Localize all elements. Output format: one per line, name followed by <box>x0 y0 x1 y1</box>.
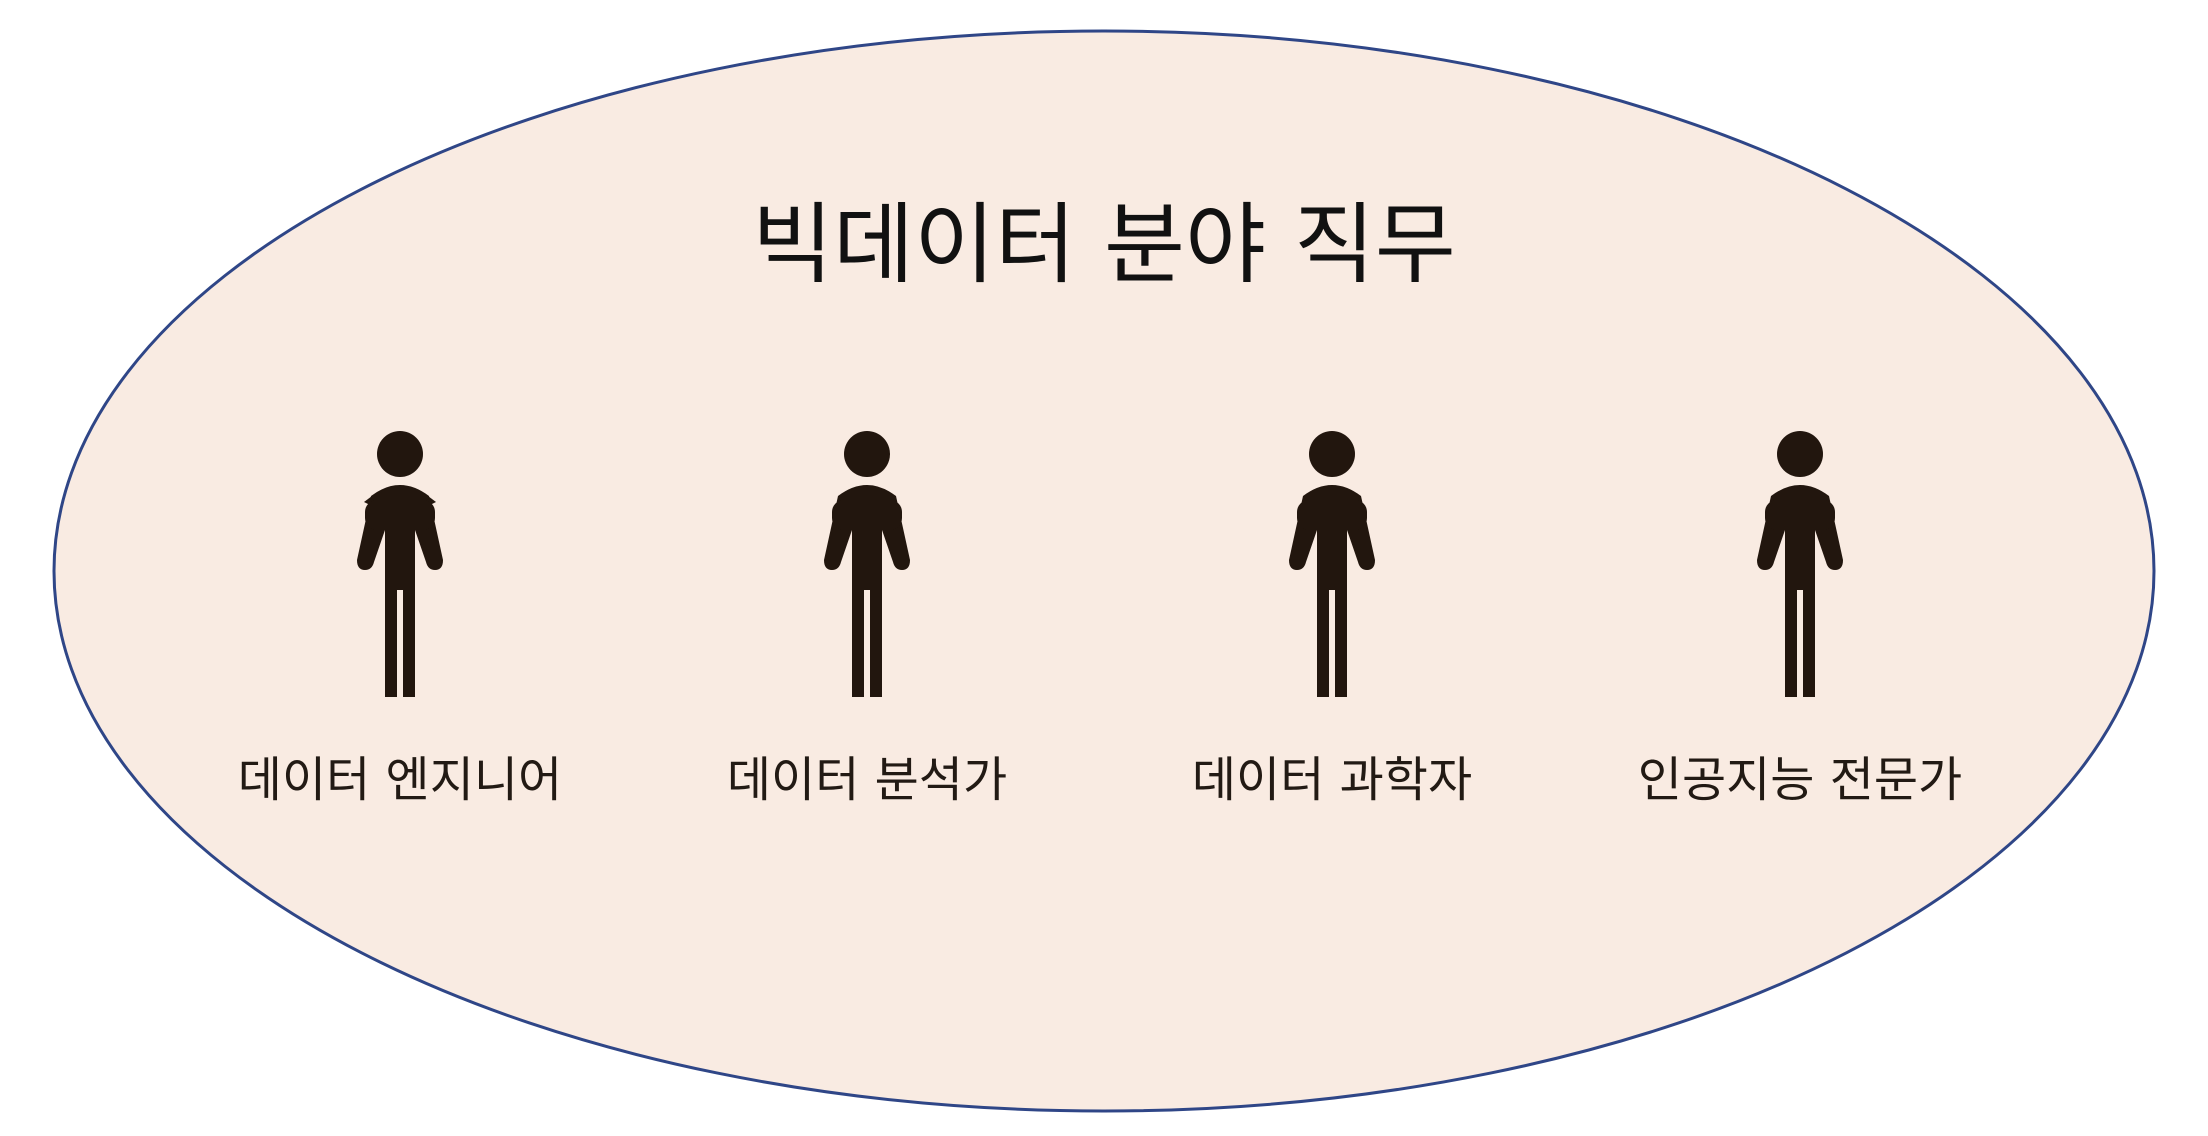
role-label: 인공지능 전문가 <box>1637 752 1963 808</box>
person-icon <box>357 431 443 697</box>
diagram-title: 빅데이터 분야 직무 <box>752 193 1456 296</box>
role-label: 데이터 엔지니어 <box>237 752 563 808</box>
role-label: 데이터 분석가 <box>726 752 1008 808</box>
person-icon <box>824 431 910 697</box>
role-ai-specialist: 인공지능 전문가 <box>1590 420 2010 820</box>
person-icon <box>1757 431 1843 697</box>
person-icon <box>1289 431 1375 697</box>
role-data-scientist: 데이터 과학자 <box>1122 420 1542 820</box>
role-data-engineer: 데이터 엔지니어 <box>190 420 610 820</box>
background-ellipse <box>52 29 2156 1113</box>
role-data-analyst: 데이터 분석가 <box>657 420 1077 820</box>
role-label: 데이터 과학자 <box>1191 752 1473 808</box>
